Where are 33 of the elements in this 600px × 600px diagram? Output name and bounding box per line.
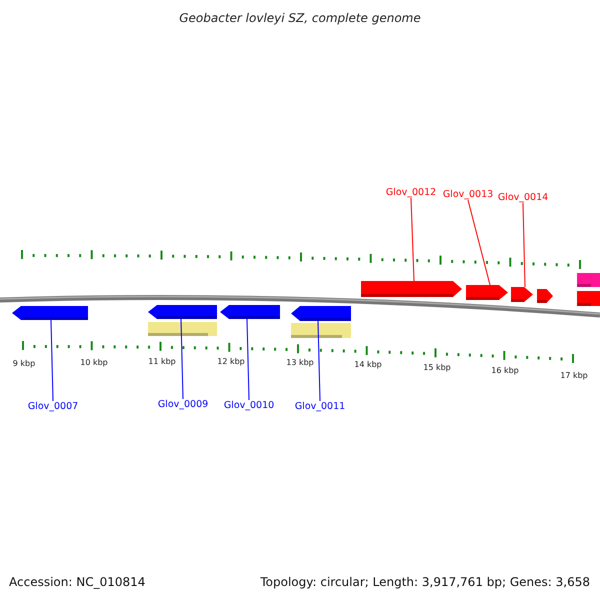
- leader-line: [468, 200, 490, 286]
- gene-label: Glov_0011: [294, 401, 346, 412]
- gene-feature: [12, 306, 88, 320]
- gene-feature: [291, 306, 351, 321]
- scale-label: 9 kbp: [12, 359, 36, 368]
- leader-line: [246, 318, 250, 400]
- leader-line: [318, 320, 320, 402]
- gene-label: Glov_0014: [498, 192, 548, 203]
- gene-feature: [361, 281, 462, 297]
- title: Geobacter lovleyi SZ, complete genome: [179, 11, 421, 25]
- gene-label: Glov_0009: [158, 399, 208, 410]
- scale-label: 12 kbp: [217, 357, 245, 366]
- scale-label: 10 kbp: [80, 358, 108, 367]
- gene-feature: [148, 305, 217, 319]
- footer-text: Topology: circular; Length: 3,917,761 bp; Genes: 3,658: [260, 575, 590, 589]
- leader-line: [50, 320, 54, 402]
- gene-feature: [511, 287, 533, 302]
- gene-label: Glov_0007: [28, 401, 78, 412]
- scale-label: 14 kbp: [354, 360, 382, 369]
- gene-feature: [466, 285, 508, 300]
- scale-label: 11 kbp: [148, 357, 176, 366]
- scale-label: 13 kbp: [286, 358, 314, 367]
- footer-text: Accession: NC_010814: [9, 575, 146, 589]
- gene-label: Glov_0012: [386, 187, 436, 198]
- leader-line: [180, 318, 184, 400]
- scale-label: 17 kbp: [560, 371, 588, 380]
- leader-line: [522, 202, 526, 288]
- gene-label: Glov_0010: [224, 400, 274, 411]
- leader-line: [410, 198, 414, 282]
- scale-label: 16 kbp: [491, 366, 519, 375]
- scale-label: 15 kbp: [423, 363, 451, 372]
- gene-label: Glov_0013: [442, 189, 494, 200]
- gene-feature: [220, 305, 280, 319]
